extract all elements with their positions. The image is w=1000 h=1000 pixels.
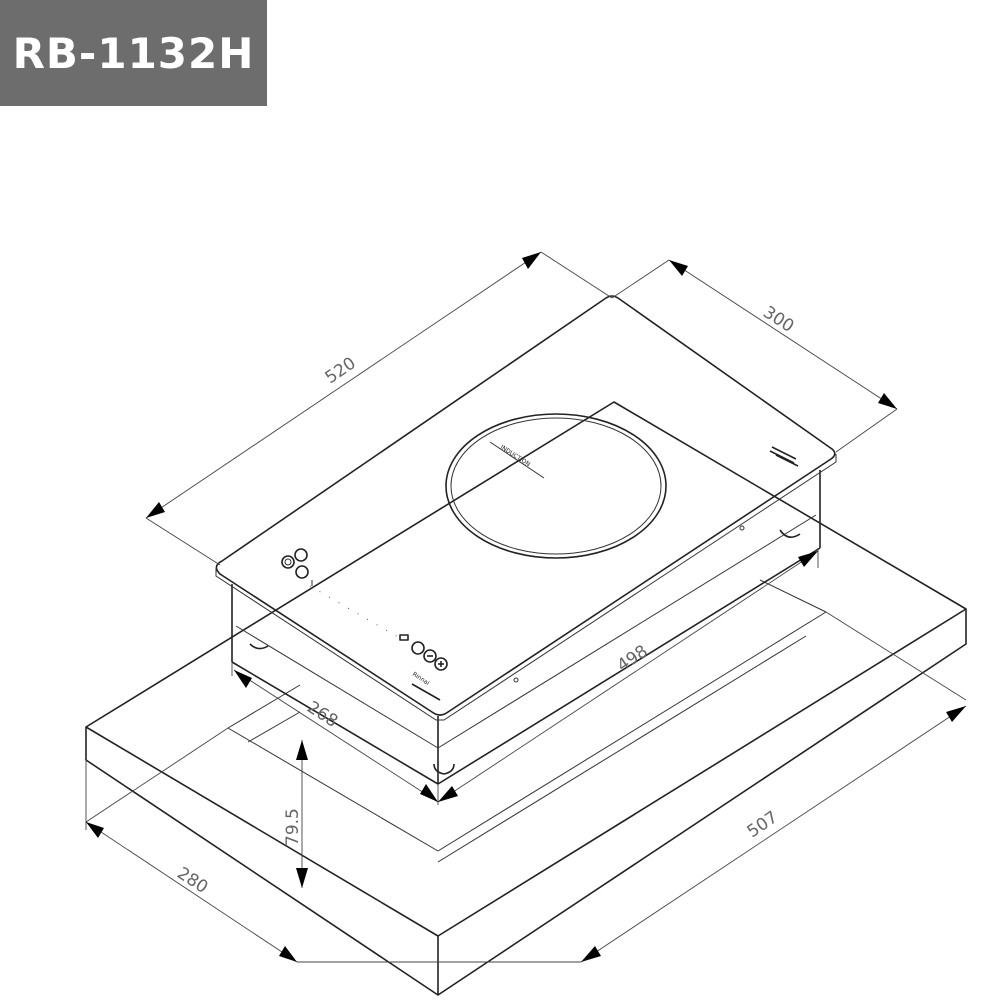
dimension-280: 280 bbox=[85, 727, 298, 963]
dim-body-length: 498 bbox=[614, 641, 652, 676]
dim-body-height: 79.5 bbox=[283, 808, 303, 846]
lock-icon bbox=[295, 565, 309, 579]
dim-cutout-length: 507 bbox=[744, 807, 782, 842]
model-title: RB-1132H bbox=[12, 28, 255, 78]
hob-body bbox=[231, 470, 821, 785]
control-panel: Rinnai bbox=[281, 548, 448, 701]
dimension-79-5: 79.5 bbox=[283, 740, 308, 888]
dimension-507: 507 bbox=[297, 611, 967, 963]
corner-logo bbox=[769, 446, 799, 467]
model-badge: RB-1132H bbox=[0, 0, 267, 106]
dimension-520: 520 bbox=[145, 251, 613, 566]
boost-icon bbox=[411, 641, 425, 655]
countertop-slab bbox=[85, 401, 967, 996]
dim-top-length: 520 bbox=[322, 353, 360, 388]
plus-icon bbox=[434, 657, 448, 671]
boost-indicator bbox=[399, 634, 409, 641]
dimension-300: 300 bbox=[611, 259, 898, 453]
power-level-slider bbox=[309, 585, 399, 638]
cutout-outline bbox=[227, 579, 827, 863]
induction-zone bbox=[445, 413, 667, 559]
power-icon bbox=[281, 555, 295, 569]
timer-icon bbox=[294, 548, 308, 562]
minus-icon bbox=[423, 649, 437, 663]
glass-top: INDUCTION bbox=[215, 295, 837, 721]
dimension-498: 498 bbox=[437, 548, 819, 803]
